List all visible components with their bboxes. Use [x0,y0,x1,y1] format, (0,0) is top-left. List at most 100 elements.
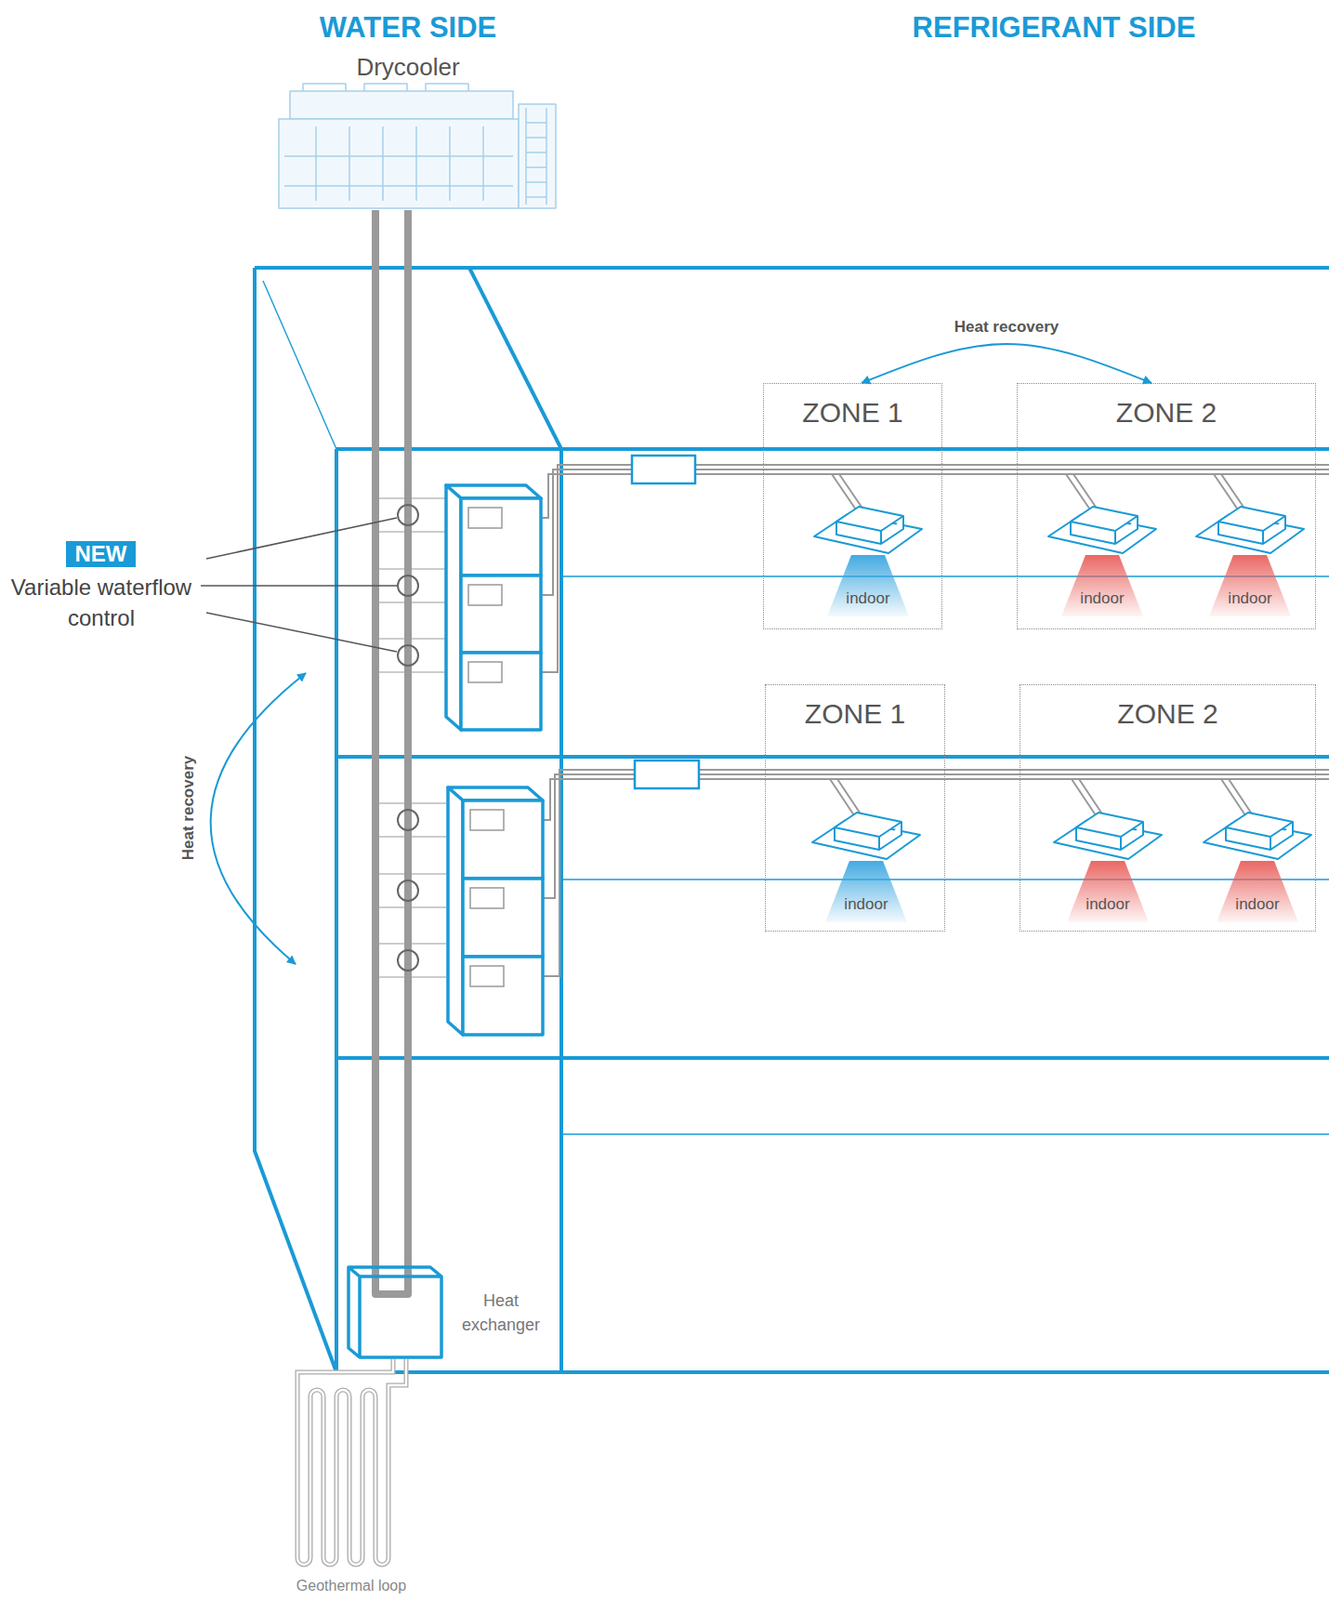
air-flow [1066,860,1149,922]
valve-symbol [397,949,419,971]
new-badge: NEW [65,540,136,567]
heat-recovery-arrow [210,672,306,964]
leader-line [206,612,397,652]
fan-housing [289,91,514,119]
geothermal-loop-core [297,1358,407,1565]
water-source-unit-stack [447,787,543,1035]
zone-box: ZONE 1 indoor [763,382,943,630]
node-text: indoor [1050,894,1166,914]
heat-recovery-arrow [861,343,1152,383]
edge-label: Heat recovery [950,317,1063,337]
refrigerant-pipes [503,769,1329,976]
indoor-unit: indoor [808,806,924,922]
node-text: ZONE 1 [763,396,942,429]
refrigerant-pipe [501,464,1329,672]
flow-label: Heat recovery [179,755,198,860]
node-text: ZONE 2 [1020,697,1316,730]
roof-line [254,265,1329,270]
unit-front [462,878,543,957]
control-box [470,809,504,830]
control-box [468,507,502,528]
side-heading: REFRIGERANT SIDE [912,11,1197,45]
cassette-body [1218,506,1286,544]
building-edge [254,267,337,1372]
leader-line [200,584,397,587]
water-riser [375,210,408,1294]
zone-box: ZONE 1 indoor [764,684,946,932]
unit-front [460,652,541,730]
thin-lines [263,280,1329,1134]
ladder [526,107,547,205]
ceiling-line [561,576,1329,1134]
control-box [468,661,502,683]
valve-symbol [397,504,419,526]
refrigerant-pipe [501,469,1329,595]
geothermal-loop [297,1358,407,1565]
unit-front [460,498,541,576]
unit-front [462,800,543,879]
zone-box: ZONE 2 indoor indoor [1016,382,1316,630]
cassette-body [836,506,904,544]
air-flow [825,860,908,922]
leader-line [206,517,397,559]
branch-pipe [379,568,447,603]
air-flow [1061,554,1144,617]
node-text: indoor [810,589,926,608]
cassette-body [834,812,902,850]
indoor-unit: indoor [1199,806,1316,922]
cassette-body [1070,506,1138,544]
heat-exchanger-drawing [346,1264,444,1359]
branch-pipe [379,943,447,977]
node-text: indoor [1199,894,1316,914]
control-box [468,584,502,606]
valve-symbol [397,575,419,596]
heat-exchanger-box [348,1266,442,1357]
fan-rim [302,83,469,92]
heat-exchanger: Heat exchanger [346,1264,444,1359]
callout-label: Variable waterflow control [0,571,203,633]
building-outline [254,267,1329,1372]
indoor-unit: indoor [1050,806,1166,922]
indoor-unit: indoor [1044,500,1160,617]
node-text: ZONE 2 [1017,396,1316,429]
side-module [518,104,556,209]
side-heading: WATER SIDE [319,11,498,45]
coil-grid [284,126,514,201]
branch-pipe [379,638,447,672]
node-text: indoor [1044,589,1160,608]
roof-edge [263,280,337,449]
node-text: ZONE 1 [765,697,945,730]
leader-lines [200,517,397,652]
branch-pipe [379,802,447,837]
refrigerant-pipe [503,769,1329,976]
equipment-label: Geothermal loop [296,1577,407,1594]
control-box [470,965,504,987]
cassette-body [1076,812,1144,850]
air-flow [1209,554,1291,617]
shaft-wall [336,448,562,1372]
indoor-unit: indoor [1192,500,1308,617]
refrigerant-pipes [501,464,1329,672]
node-text: indoor [808,894,924,914]
cooler-body [278,118,519,209]
branch-pipe [379,873,447,908]
air-flow [827,554,909,617]
control-box [470,887,504,908]
floor-line [336,448,1329,1372]
branch-selector [631,455,696,484]
cassette-body [1225,812,1293,850]
air-flow [1216,860,1299,922]
equipment-label: Drycooler [355,52,460,82]
drycooler-illustration [278,83,556,209]
node-text: Heat exchanger [452,1288,550,1337]
branch-pipe [379,498,447,532]
branch-selector [634,760,699,789]
valve-group [379,498,447,977]
indoor-unit: indoor [810,500,926,617]
refrigerant-pipe [501,473,1329,518]
valve-symbol [397,880,419,901]
roof-edge [469,267,562,449]
unit-front [462,956,543,1035]
